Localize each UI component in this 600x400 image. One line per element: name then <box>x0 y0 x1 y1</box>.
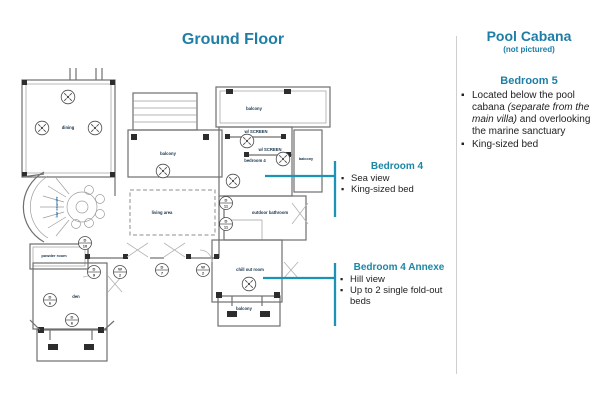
door-window-tag: D6 <box>43 293 57 307</box>
floor-plan: dining balcony living area balcony w/ SCREEN… <box>21 68 337 362</box>
svg-text:10: 10 <box>83 244 88 249</box>
bullet-text: Located below the pool cabana <box>472 90 575 113</box>
ceiling-fan-icon <box>60 89 76 105</box>
svg-text:D: D <box>71 315 74 320</box>
ceiling-fan-icon <box>225 173 241 189</box>
ceiling-fan-icon <box>275 151 291 167</box>
room-label: balcony <box>236 306 252 311</box>
door-window-tag: W2 <box>196 263 210 277</box>
door-window-tag: D9 <box>87 265 101 279</box>
ceiling-fan-icon <box>87 120 103 136</box>
pool-cabana-subtitle: (not pictured) <box>503 45 555 54</box>
bedroom4-bullet: King-sized bed <box>341 184 453 195</box>
bullet-italic-text: (separate from the main villa) <box>472 102 590 125</box>
dining-room <box>21 68 116 178</box>
middle-balcony <box>127 92 223 178</box>
svg-text:D: D <box>49 295 52 300</box>
ceiling-fan-icon <box>155 163 171 179</box>
bedroom5-bullet: Located below the pool cabana (separate … <box>461 90 597 138</box>
ceiling-fan-icon <box>239 133 255 149</box>
room-label: den <box>72 294 80 299</box>
svg-text:9: 9 <box>93 273 96 278</box>
svg-text:2: 2 <box>119 273 122 278</box>
room-label: bar counter <box>55 196 59 217</box>
door-window-tag: D11 <box>219 217 233 231</box>
door-window-tag: W2 <box>113 265 127 279</box>
svg-text:2: 2 <box>202 271 205 276</box>
door-window-tag: D7 <box>155 263 169 277</box>
bedroom4-callout: Bedroom 4 Sea view King-sized bed <box>341 161 453 195</box>
bedroom4-annexe-bullet: Hill view <box>340 274 458 285</box>
room-label: balcony <box>299 157 314 161</box>
svg-text:W: W <box>118 267 122 272</box>
svg-text:W: W <box>201 265 205 270</box>
svg-text:7: 7 <box>161 271 164 276</box>
bedroom4-bullet: Sea view <box>341 173 453 184</box>
svg-text:6: 6 <box>71 321 74 326</box>
chill-out-room <box>211 239 299 303</box>
room-label: chill out room <box>236 267 264 272</box>
room-label: balcony <box>246 106 262 111</box>
ceiling-fan-icon <box>34 120 50 136</box>
spiral-staircase <box>22 171 70 243</box>
plan-dynamic-layer: dining balcony living area balcony w/ SCREEN… <box>34 89 314 327</box>
svg-text:11: 11 <box>224 225 229 230</box>
door-window-tag: D10 <box>78 236 92 250</box>
bedroom4-bullet-list: Sea view King-sized bed <box>341 173 453 195</box>
top-right-balcony <box>215 86 331 128</box>
svg-text:D: D <box>225 198 228 203</box>
pool-cabana-title: Pool Cabana <box>486 28 572 44</box>
room-label: balcony <box>160 151 176 156</box>
bottom-balcony <box>216 292 281 327</box>
ceiling-fan-icon <box>241 276 257 292</box>
room-label: living area <box>152 210 173 215</box>
bedroom5-bullet-list: Located below the pool cabana (separate … <box>461 90 597 151</box>
callout-connectors <box>263 161 337 326</box>
pool-cabana-panel: Pool Cabana (not pictured) Bedroom 5 Loc… <box>461 28 597 152</box>
bedroom5-heading: Bedroom 5 <box>500 75 558 87</box>
svg-text:6: 6 <box>49 301 52 306</box>
svg-text:D: D <box>161 265 164 270</box>
room-label: w/ SCREEN <box>257 147 281 152</box>
room-label: outdoor bathroom <box>252 210 289 215</box>
door-window-tag: D6 <box>65 313 79 327</box>
svg-text:D: D <box>93 267 96 272</box>
svg-text:11: 11 <box>224 204 229 209</box>
door-window-tag: D11 <box>219 196 233 210</box>
room-label: dining <box>62 125 75 130</box>
svg-text:D: D <box>225 219 228 224</box>
bedroom4-heading: Bedroom 4 <box>370 161 424 172</box>
page-title: Ground Floor <box>181 31 285 48</box>
bedroom5-bullet: King-sized bed <box>461 139 597 151</box>
room-label: w/ SCREEN <box>243 129 267 134</box>
bedroom4-annexe-bullet-list: Hill view Up to 2 single fold-out beds <box>340 274 458 308</box>
room-label: powder room <box>41 253 67 258</box>
vertical-divider <box>456 36 457 374</box>
bedroom4-annexe-heading: Bedroom 4 Annexe <box>353 262 445 273</box>
bedroom4-annexe-bullet: Up to 2 single fold-out beds <box>340 285 458 307</box>
bedroom4-annexe-callout: Bedroom 4 Annexe Hill view Up to 2 singl… <box>340 262 458 308</box>
svg-text:D: D <box>84 238 87 243</box>
bar-table <box>66 185 105 229</box>
bottom-left-balcony <box>29 319 115 362</box>
bullet-text: and overlooking the marine sanctuary <box>472 114 591 137</box>
room-label: bedroom 4 <box>244 158 266 163</box>
living-area <box>129 189 216 236</box>
outdoor-bathroom-room <box>223 195 309 241</box>
